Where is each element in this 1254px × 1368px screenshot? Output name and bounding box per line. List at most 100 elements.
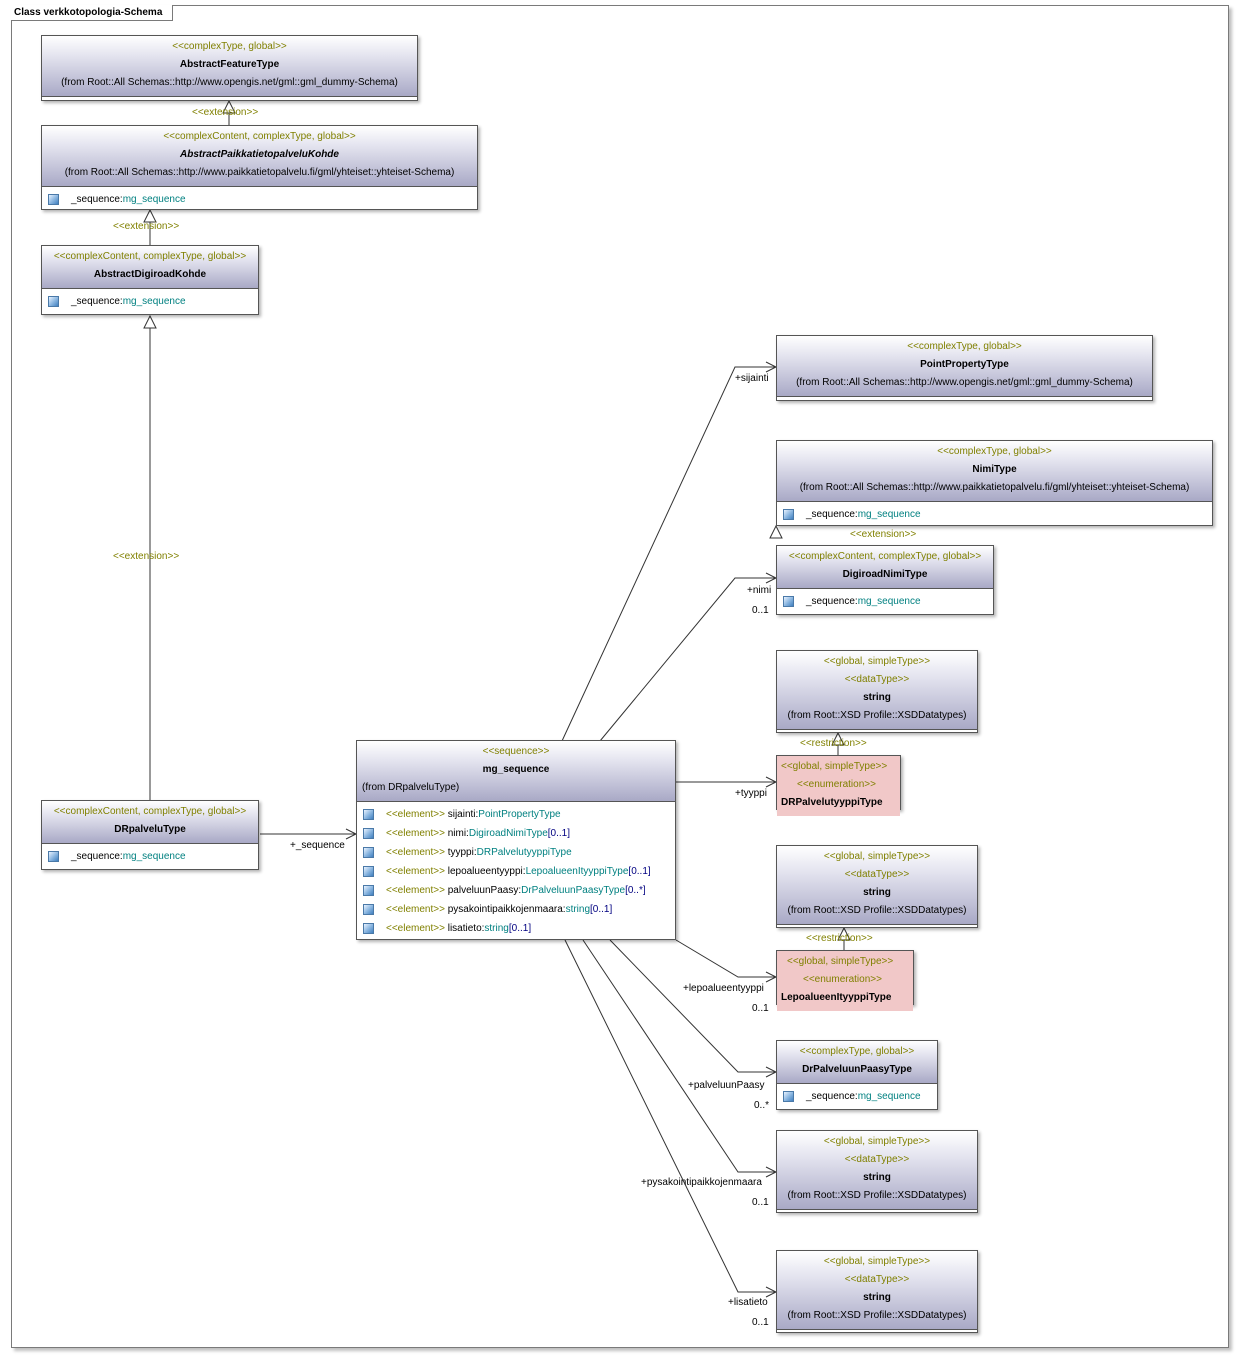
- class-from: (from Root::All Schemas::http://www.open…: [61, 77, 398, 88]
- class-name: mg_sequence: [482, 764, 550, 775]
- element-row-nimi[interactable]: <<element>> nimi:DigiroadNimiType[0..1]: [357, 824, 675, 843]
- element-compartment: <<element>> sijainti:PointPropertyType <…: [357, 801, 675, 941]
- class-name: NimiType: [972, 464, 1017, 475]
- class-name: DigiroadNimiType: [842, 569, 928, 580]
- attribute-icon: [783, 508, 794, 520]
- assoc-edge-lepo: [675, 939, 776, 978]
- class-lepoalue-type[interactable]: <<global, simpleType>> <<enumeration>> L…: [776, 950, 914, 1011]
- class-point-property-type[interactable]: <<complexType, global>> PointPropertyTyp…: [776, 335, 1153, 401]
- lepo-role-label: +lepoalueentyyppi: [683, 983, 764, 994]
- element-row-sijainti[interactable]: <<element>> sijainti:PointPropertyType: [357, 805, 675, 824]
- element-type: string: [565, 904, 591, 915]
- class-from: (from Root::XSD Profile::XSDDatatypes): [787, 710, 967, 721]
- class-name: DRPalvelutyyppiType: [781, 797, 883, 808]
- gen-arrow-feature: [222, 99, 236, 114]
- class-name: string: [863, 1292, 891, 1303]
- res-arrow-string2: [837, 926, 851, 941]
- attribute-type: mg_sequence: [857, 596, 921, 607]
- res-arrow-string1: [831, 731, 845, 746]
- stereotype: <<global, simpleType>>: [823, 656, 931, 667]
- pysak-mult-label: 0..1: [752, 1197, 769, 1208]
- attribute-compartment: _sequence:mg_sequence: [42, 186, 477, 212]
- paasy-mult-label: 0..*: [754, 1100, 770, 1111]
- attribute-type: mg_sequence: [122, 851, 186, 862]
- element-row-lisatieto[interactable]: <<element>> lisatieto:string[0..1]: [357, 919, 675, 938]
- gen-arrow-paikkatieto: [143, 208, 157, 223]
- element-name: lepoalueentyyppi:: [447, 866, 526, 877]
- attribute-compartment: [777, 729, 977, 736]
- element-type: DRPalvelutyyppiType: [476, 847, 572, 858]
- restriction-label-1: <<restriction>>: [800, 738, 867, 749]
- attribute-icon: [48, 295, 59, 307]
- attribute-icon: [48, 850, 59, 862]
- element-name: palveluunPaasy:: [447, 885, 522, 896]
- attribute-type: mg_sequence: [857, 1091, 921, 1102]
- element-name: lisatieto:: [447, 923, 485, 934]
- restriction-label-2: <<restriction>>: [806, 933, 873, 944]
- element-stereotype: <<element>>: [386, 828, 445, 839]
- class-name: DRpalveluType: [114, 824, 186, 835]
- attribute-row[interactable]: _sequence:mg_sequence: [42, 847, 258, 866]
- stereotype: <<complexType, global>>: [907, 341, 1022, 352]
- class-string-2[interactable]: <<global, simpleType>> <<dataType>> stri…: [776, 845, 978, 928]
- stereotype-secondary: <<enumeration>>: [803, 974, 882, 985]
- element-row-palveluunpaasy[interactable]: <<element>> palveluunPaasy:DrPalveluunPa…: [357, 881, 675, 900]
- element-icon: [363, 884, 374, 896]
- tyyppi-role-label: +tyyppi: [735, 788, 767, 799]
- class-string-1[interactable]: <<global, simpleType>> <<dataType>> stri…: [776, 650, 978, 733]
- diagram-frame: [11, 5, 1229, 1348]
- class-abstract-paikkatieto[interactable]: <<complexContent, complexType, global>> …: [41, 125, 478, 210]
- attribute-icon: [48, 193, 59, 205]
- extension-label-2: <<extension>>: [113, 221, 180, 232]
- class-string-4[interactable]: <<global, simpleType>> <<dataType>> stri…: [776, 1250, 978, 1333]
- element-stereotype: <<element>>: [386, 809, 445, 820]
- class-abstract-digiroad[interactable]: <<complexContent, complexType, global>> …: [41, 245, 259, 315]
- class-name: string: [863, 692, 891, 703]
- attribute-icon: [783, 1090, 794, 1102]
- attribute-name: _sequence:: [71, 296, 123, 307]
- assoc-edge-pysak: [582, 939, 776, 1173]
- attribute-type: mg_sequence: [122, 296, 186, 307]
- element-icon: [363, 922, 374, 934]
- element-row-tyyppi[interactable]: <<element>> tyyppi:DRPalvelutyyppiType: [357, 843, 675, 862]
- element-name: tyyppi:: [447, 847, 477, 858]
- class-digiroad-nimi-type[interactable]: <<complexContent, complexType, global>> …: [776, 545, 994, 615]
- element-type: DigiroadNimiType: [468, 828, 548, 839]
- class-name: AbstractFeatureType: [179, 59, 280, 70]
- element-type: LepoalueenItyyppiType: [525, 866, 629, 877]
- class-mg-sequence[interactable]: <<sequence>> mg_sequence (from DRpalvelu…: [356, 740, 676, 940]
- class-string-3[interactable]: <<global, simpleType>> <<dataType>> stri…: [776, 1130, 978, 1213]
- extension-label-1: <<extension>>: [192, 107, 259, 118]
- class-drpalvelu-type[interactable]: <<complexContent, complexType, global>> …: [41, 800, 259, 870]
- element-icon: [363, 865, 374, 877]
- attribute-type: mg_sequence: [122, 194, 186, 205]
- extension-label-4: <<extension>>: [850, 529, 917, 540]
- stereotype-secondary: <<dataType>>: [844, 1274, 910, 1285]
- stereotype: <<complexContent, complexType, global>>: [788, 551, 982, 562]
- paasy-role-label: +palveluunPaasy: [688, 1080, 765, 1091]
- attribute-name: _sequence:: [806, 596, 858, 607]
- class-nimi-type[interactable]: <<complexType, global>> NimiType (from R…: [776, 440, 1213, 526]
- attribute-row[interactable]: _sequence:mg_sequence: [42, 190, 477, 209]
- element-icon: [363, 808, 374, 820]
- class-from: (from DRpalveluType): [362, 782, 460, 793]
- class-drpalvelutyyppi-type[interactable]: <<global, simpleType>> <<enumeration>> D…: [776, 755, 901, 816]
- attribute-row[interactable]: _sequence:mg_sequence: [777, 1087, 937, 1106]
- element-type: PointPropertyType: [478, 809, 561, 820]
- class-name: AbstractPaikkatietopalveluKohde: [180, 149, 339, 160]
- element-row-pysakointi[interactable]: <<element>> pysakointipaikkojenmaara:str…: [357, 900, 675, 919]
- element-name: pysakointipaikkojenmaara:: [447, 904, 566, 915]
- element-mult: [0..1]: [590, 904, 613, 915]
- attribute-name: _sequence:: [71, 194, 123, 205]
- attribute-row[interactable]: _sequence:mg_sequence: [777, 592, 993, 611]
- element-row-lepoalue[interactable]: <<element>> lepoalueentyyppi:LepoalueenI…: [357, 862, 675, 881]
- stereotype: <<complexContent, complexType, global>>: [163, 131, 356, 142]
- class-abstract-feature-type[interactable]: <<complexType, global>> AbstractFeatureT…: [41, 35, 418, 101]
- attribute-row[interactable]: _sequence:mg_sequence: [42, 292, 258, 311]
- gen-arrow-nimi: [769, 524, 783, 539]
- attribute-row[interactable]: _sequence:mg_sequence: [777, 505, 1212, 524]
- attribute-compartment: _sequence:mg_sequence: [777, 501, 1212, 527]
- class-drpalveluun-paasy-type[interactable]: <<complexType, global>> DrPalveluunPaasy…: [776, 1040, 938, 1110]
- attribute-type: mg_sequence: [857, 509, 921, 520]
